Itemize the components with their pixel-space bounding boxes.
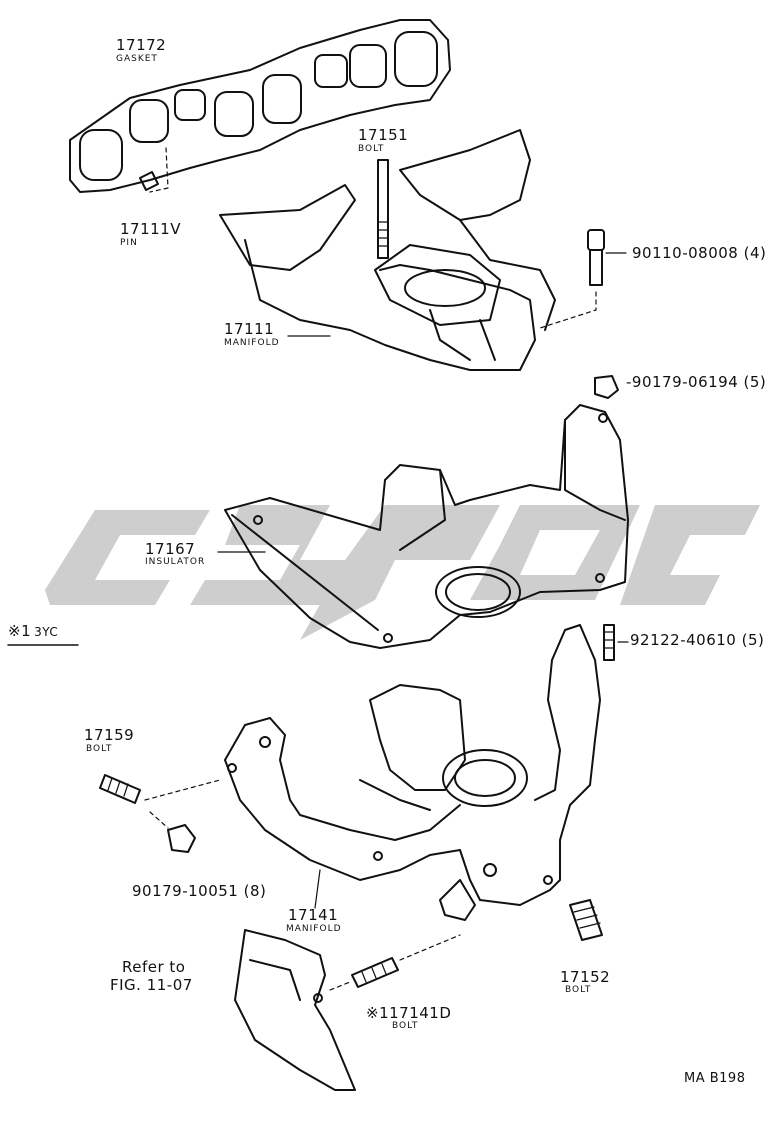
gasket-part-number: 17172 [116,36,167,54]
bolt-17159-part-number: 17159 [84,726,135,744]
refer-line-1: Refer to [122,958,186,976]
gasket-name: GASKET [116,54,158,64]
bolt-17159-name: BOLT [86,744,113,754]
pin-name: PIN [120,238,138,248]
leader-17141 [314,869,321,909]
heat-shield [234,929,356,1091]
exhaust-manifold-17141 [224,624,601,921]
bolt-17141d-name: BOLT [392,1021,419,1031]
manifold-17141-part-number: 17141 [288,906,339,924]
bolt-17151 [377,159,389,259]
bolt-17152-name: BOLT [565,985,592,995]
bolt-17152-part-number: 17152 [560,968,611,986]
diagram-code: MA B198 [684,1071,746,1086]
stud-92122-part-number: 92122-40610 (5) [630,631,765,649]
manifold-17111-part-number: 17111 [224,320,275,338]
manifold-17141-name: MANIFOLD [286,924,342,934]
stud-92122 [603,624,615,661]
insulator-part-number: 17167 [145,540,196,558]
bolt-17159-leader [144,779,221,801]
bolt-17151-name: BOLT [358,144,385,154]
bolt-17159 [99,774,141,804]
intake-manifold-17111 [219,129,556,371]
nut-90179-06194-part-number: -90179-06194 (5) [626,373,767,391]
pin-17111v [139,171,159,191]
bolt-17141d-leader [329,934,461,991]
nut-90179-10051-part-number: 90179-10051 (8) [132,882,267,900]
nut-90179-10051 [167,824,196,853]
nut-90179-06194 [594,375,619,399]
refer-line-2: FIG. 11-07 [110,976,193,994]
bolt-17141d [351,957,399,988]
bolt-90110-part-number: 90110-08008 (4) [632,244,767,262]
bolt-17141d-part-number: ※117141D [366,1004,452,1022]
pin-part-number: 17111V [120,220,181,238]
nut-leader [149,811,169,829]
pin-leader [149,147,169,193]
note-mark: ※1 [8,622,32,640]
watermark-logo [45,505,760,640]
gasket-17172 [69,19,451,193]
bolt-90110-leader [539,291,597,329]
manifold-17111-name: MANIFOLD [224,338,280,348]
note-variant: 3YC [34,625,59,639]
bolt-17152 [569,899,603,941]
insulator-name: INSULATOR [145,557,206,567]
bolt-90110 [587,229,605,286]
bolt-17151-part-number: 17151 [358,126,409,144]
insulator-17167 [224,404,629,649]
